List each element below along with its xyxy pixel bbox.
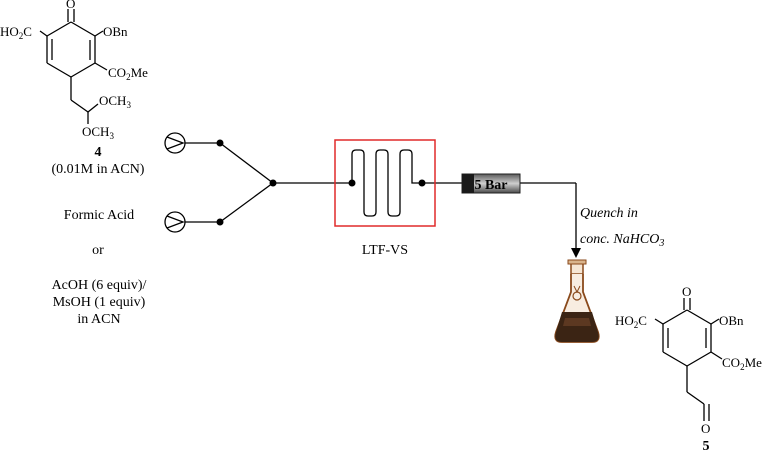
junction-dot-2 <box>216 218 224 226</box>
reagent-formic-acid: Formic Acid <box>64 208 134 223</box>
compound-4-carbonyl-o: O <box>66 0 75 11</box>
compound-5-number: 5 <box>703 439 710 454</box>
collection-flask-icon <box>554 259 600 343</box>
reactor-label: LTF-VS <box>362 243 408 258</box>
reagent-msoh: MsOH (1 equiv) <box>53 295 146 310</box>
compound-4-concentration: (0.01M in ACN) <box>52 162 145 177</box>
compound-4-obn-label: OBn <box>103 24 128 39</box>
reagent-or: or <box>92 243 104 258</box>
compound-4-number: 4 <box>95 145 102 160</box>
mixing-tee-dot <box>269 179 277 187</box>
compound-5-ester-label: CO2Me <box>722 355 762 372</box>
reactor-inlet-dot <box>348 179 356 187</box>
compound-4-ome2-label: OCH3 <box>82 124 114 141</box>
reactor-box <box>334 139 436 227</box>
compound-4-acid-label: HO2C <box>0 24 32 41</box>
reactor-outlet-dot <box>418 179 426 187</box>
quench-line-1: Quench in <box>580 206 638 221</box>
quench-line-2: conc. NaHCO3 <box>580 232 664 249</box>
arrow-head <box>571 248 581 258</box>
compound-5-structure <box>654 298 723 421</box>
tubing <box>185 142 577 250</box>
compound-5-obn-label: OBn <box>719 313 744 328</box>
bpr-label: 5 Bar <box>474 178 507 193</box>
compound-5-acid-label: HO2C <box>615 313 647 330</box>
compound-4-ome1-label: OCH3 <box>99 93 131 110</box>
compound-4-ester-label: CO2Me <box>108 65 148 82</box>
compound-5-aldehyde-o: O <box>701 421 710 436</box>
compound-5-carbonyl-o: O <box>682 284 691 299</box>
pump-2 <box>164 211 186 233</box>
reagent-acoh: AcOH (6 equiv)/ <box>52 278 147 293</box>
junction-dot-1 <box>216 139 224 147</box>
compound-4-structure <box>39 9 108 124</box>
bpr-cap <box>462 174 474 193</box>
pump-1 <box>164 132 186 154</box>
reactor-serpentine <box>351 149 422 217</box>
reagent-solvent: in ACN <box>77 312 120 327</box>
